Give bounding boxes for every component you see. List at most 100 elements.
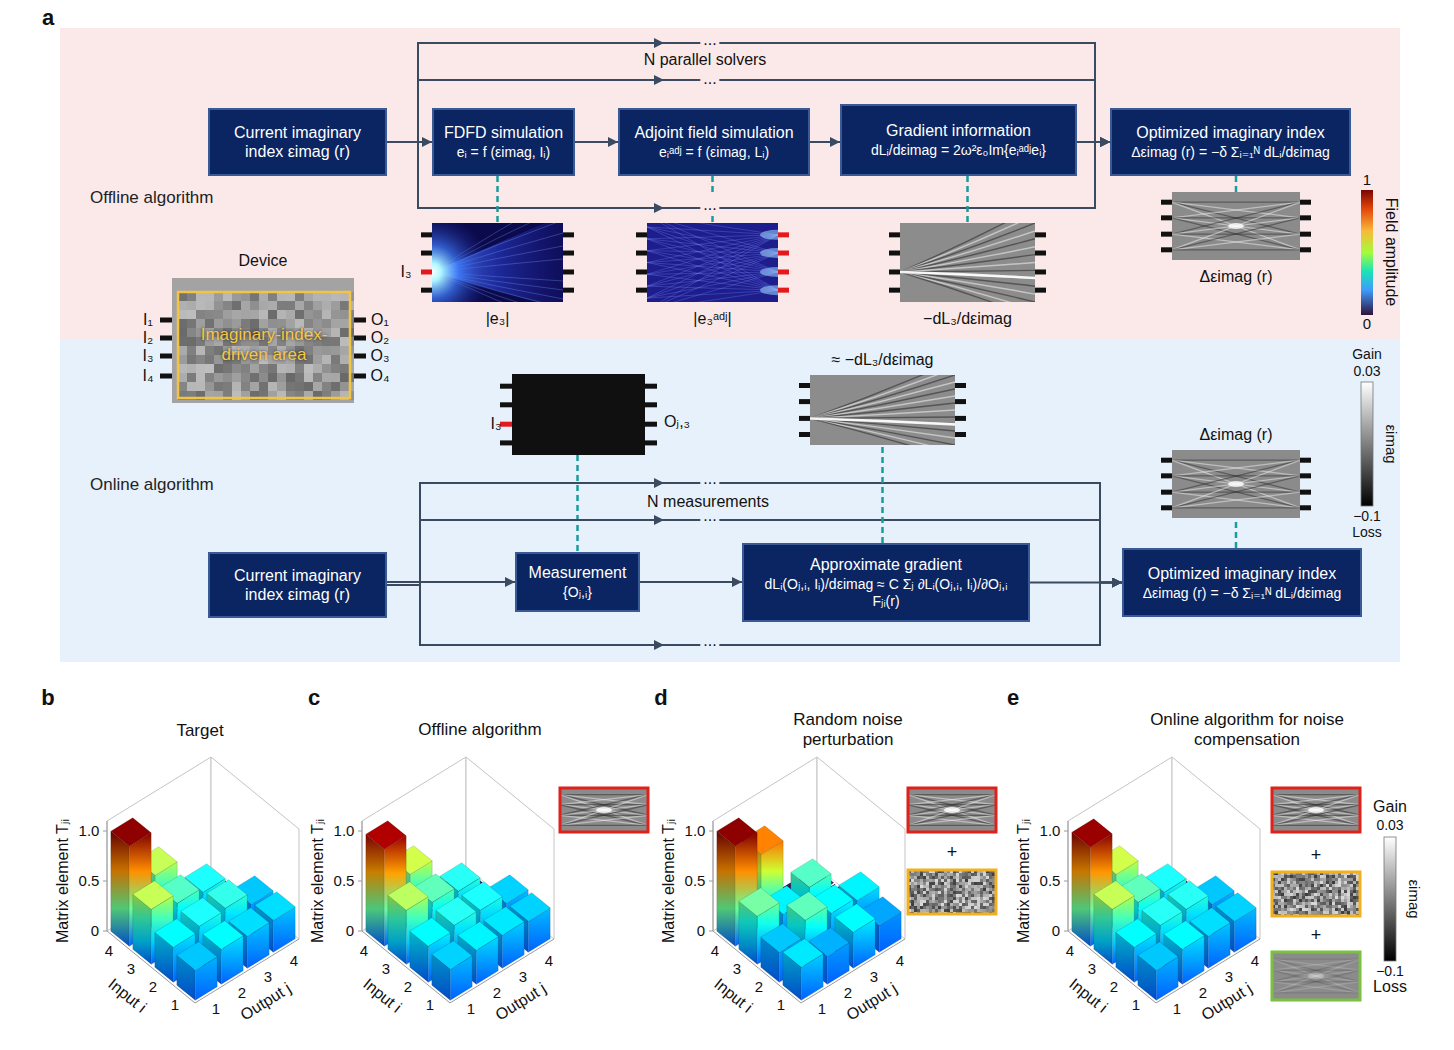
noise-pixel — [974, 876, 977, 879]
noise-pixel — [959, 885, 962, 888]
axis-tick — [709, 881, 713, 882]
index-streak — [1272, 805, 1360, 816]
noise-pixel — [1350, 887, 1353, 890]
device-pixel — [295, 373, 304, 382]
axis-tick — [358, 881, 362, 882]
device-pixel — [241, 364, 250, 373]
noise-pixel — [911, 894, 914, 897]
noise-pixel — [926, 903, 929, 906]
device-pixel — [232, 373, 241, 382]
label: 4 — [545, 952, 553, 969]
label: 4 — [711, 942, 719, 959]
index-streak — [1172, 460, 1300, 508]
label: ... — [700, 196, 719, 214]
label: 4 — [1066, 942, 1074, 959]
port-stub — [636, 251, 647, 256]
index-streak — [1172, 460, 1300, 461]
field-glow — [760, 267, 778, 277]
noise-pixel — [941, 882, 944, 885]
box-heading: Measurement — [529, 563, 627, 582]
index-streak — [1272, 982, 1360, 993]
noise-pixel — [977, 885, 980, 888]
noise-pixel — [950, 876, 953, 879]
noise-pixel — [1302, 896, 1305, 899]
device-pixel — [241, 373, 250, 382]
noise-pixel — [977, 873, 980, 876]
device-pixel — [322, 301, 331, 310]
noise-pixel — [1281, 911, 1284, 914]
label: −0.1 — [1353, 508, 1381, 524]
noise-pixel — [989, 894, 992, 897]
device-pixel — [322, 382, 331, 391]
noise-pixel — [1290, 887, 1293, 890]
device-pixel — [313, 373, 322, 382]
colorbar — [1361, 382, 1373, 506]
label: 3 — [264, 968, 272, 985]
field-plot — [647, 223, 778, 302]
index-streak — [1272, 795, 1360, 826]
connector — [966, 176, 969, 223]
field-glow — [760, 230, 778, 240]
noise-pixel — [1335, 890, 1338, 893]
noise-pixel — [1317, 890, 1320, 893]
index-streak — [908, 795, 996, 826]
noise-pixel — [941, 900, 944, 903]
device-pixel — [250, 364, 259, 373]
noise-pixel — [1317, 875, 1320, 878]
index-streak — [1272, 795, 1360, 826]
noise-pixel — [938, 903, 941, 906]
process-box: Current imaginary index εimag (r) — [208, 108, 387, 176]
device-pixel — [250, 382, 259, 391]
noise-pixel — [920, 888, 923, 891]
noise-pixel — [1287, 899, 1290, 902]
noise-pixel — [989, 903, 992, 906]
noise-pixel — [1305, 875, 1308, 878]
noise-pixel — [1281, 899, 1284, 902]
label: 3 — [1225, 968, 1233, 985]
noise-pixel — [1344, 884, 1347, 887]
field-fan — [432, 223, 563, 302]
device-pixel — [232, 292, 241, 301]
noise-pixel — [977, 891, 980, 894]
noise-pixel — [980, 879, 983, 882]
port-stub — [421, 232, 432, 237]
noise-pixel — [965, 909, 968, 912]
device-pixel — [268, 310, 277, 319]
noise-pixel — [1329, 875, 1332, 878]
port-stub — [1300, 505, 1311, 510]
noise-pixel — [956, 897, 959, 900]
noise-pixel — [956, 909, 959, 912]
box-equation: eᵢ = f (εimag, Iᵢ) — [457, 144, 551, 161]
field-ray — [647, 235, 778, 302]
noise-pixel — [911, 885, 914, 888]
noise-pixel — [911, 876, 914, 879]
noise-pixel — [956, 894, 959, 897]
label: 2 — [149, 978, 157, 995]
noise-pixel — [1320, 893, 1323, 896]
gradient-streak — [810, 375, 955, 418]
device-pixel — [295, 310, 304, 319]
noise-pixel — [917, 879, 920, 882]
noise-pixel — [1290, 881, 1293, 884]
noise-pixel — [1350, 881, 1353, 884]
label: 1 — [1173, 1000, 1181, 1017]
noise-pixel — [953, 879, 956, 882]
noise-pixel — [974, 888, 977, 891]
noise-pixel — [1341, 911, 1344, 914]
noise-pixel — [1353, 899, 1356, 902]
noise-pixel — [917, 888, 920, 891]
noise-pixel — [1347, 884, 1350, 887]
axis-tick — [103, 881, 107, 882]
noise-pixel — [911, 900, 914, 903]
noise-pixel — [1287, 893, 1290, 896]
port-stub — [889, 251, 900, 256]
noise-pixel — [1287, 902, 1290, 905]
index-streak — [1272, 970, 1360, 993]
noise-pixel — [953, 891, 956, 894]
index-spot — [596, 807, 612, 813]
index-spot — [1308, 807, 1324, 813]
noise-pixel — [974, 891, 977, 894]
index-streak — [1172, 234, 1300, 250]
noise-pixel — [956, 888, 959, 891]
noise-pixel — [1311, 908, 1314, 911]
